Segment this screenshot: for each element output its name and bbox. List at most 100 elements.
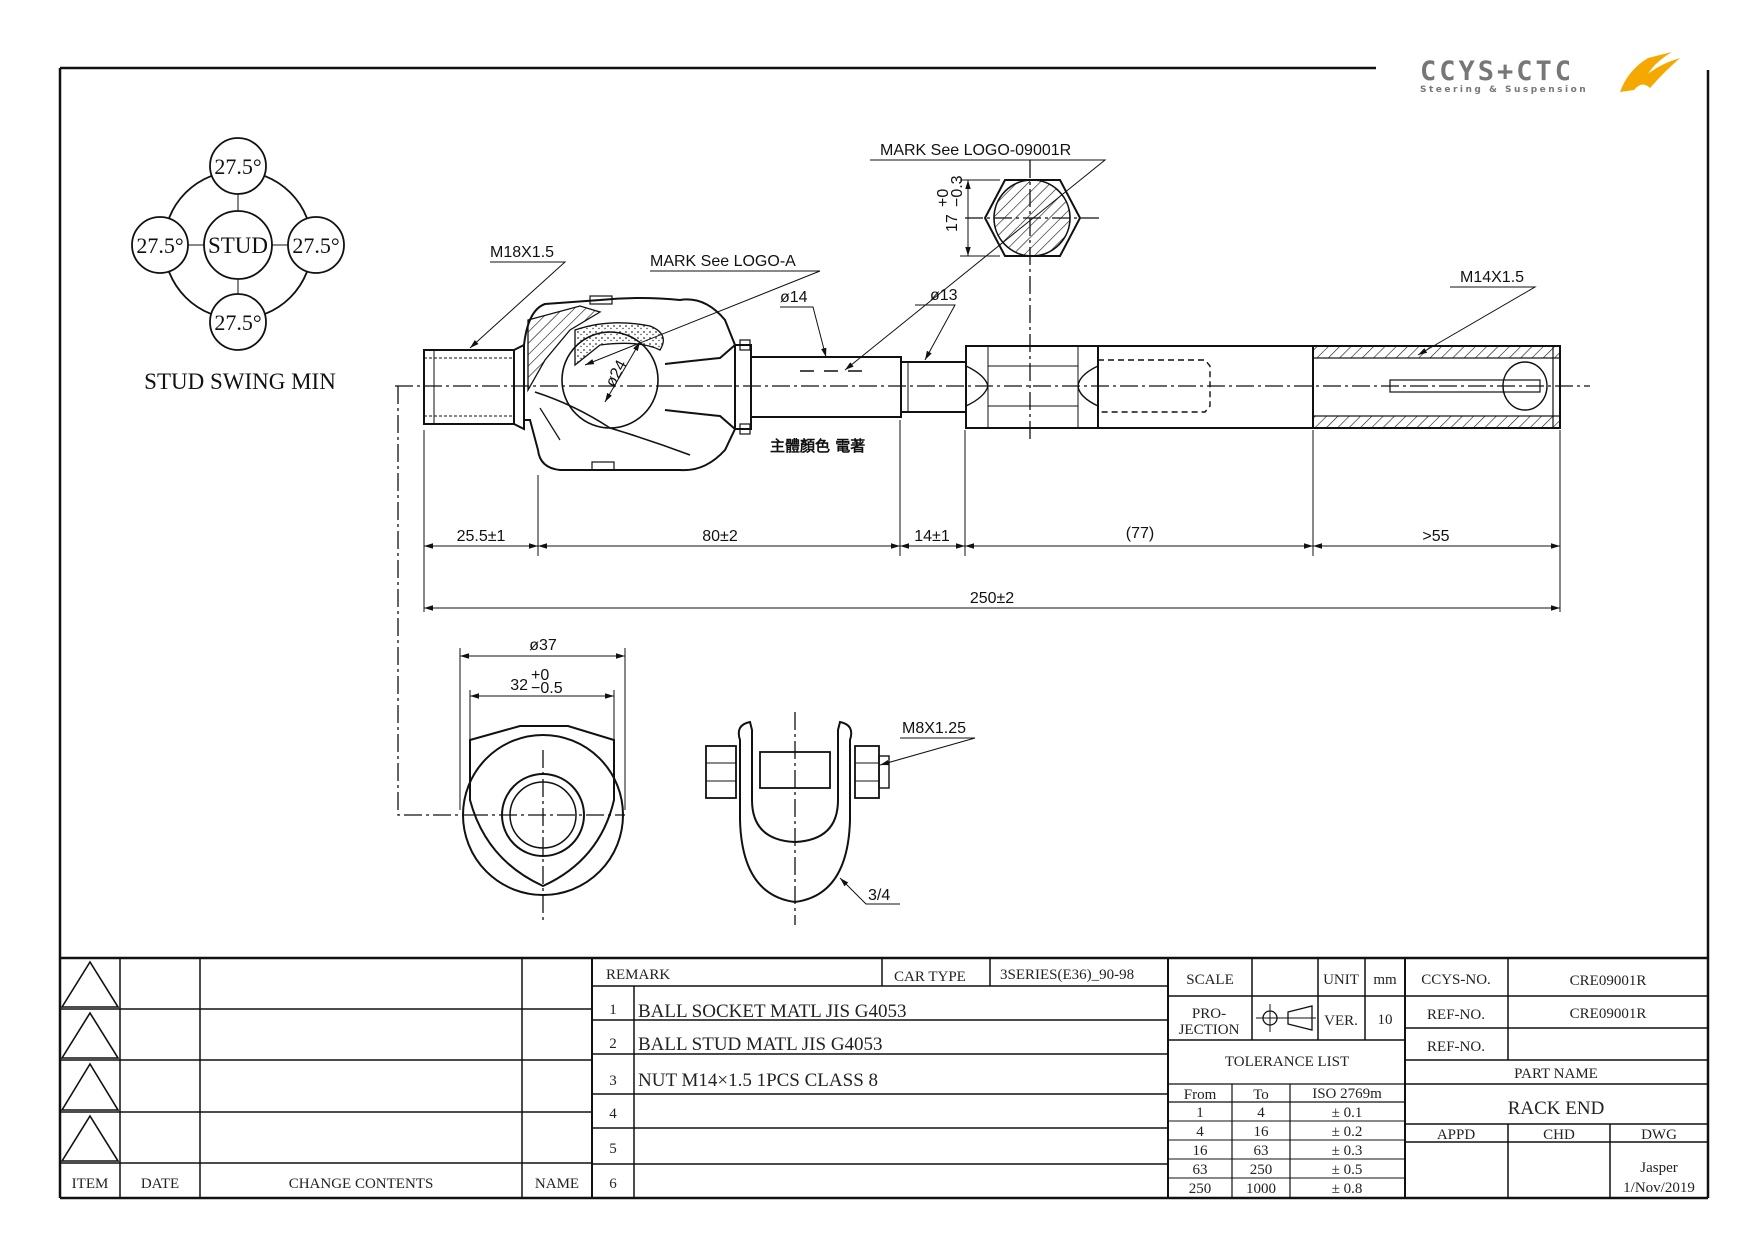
hex-tol-upper: +0 <box>935 189 952 207</box>
bore-label: 32 <box>510 677 528 694</box>
scale-label: SCALE <box>1186 972 1234 988</box>
ver-value: 10 <box>1378 1012 1393 1028</box>
tol-from: 63 <box>1193 1162 1208 1178</box>
scale-tolerance-block: SCALE UNIT mm PRO- JECTION VER. 10 TOLER… <box>1168 958 1406 1198</box>
car-type-label: CAR TYPE <box>894 969 966 985</box>
rev-header-contents: CHANGE CONTENTS <box>289 1176 434 1192</box>
tol-to: 250 <box>1250 1162 1273 1178</box>
dim-neck-length: 14±1 <box>914 528 950 545</box>
chd-label: CHD <box>1543 1127 1575 1143</box>
swing-angle-bottom: 27.5° <box>214 310 261 335</box>
hex-size-label: 17 <box>944 214 961 232</box>
logo-swoosh-icon <box>1620 52 1680 92</box>
tol-header-iso: ISO 2769m <box>1312 1086 1382 1102</box>
revision-triangle-icon <box>60 960 120 1008</box>
swing-angle-right: 27.5° <box>292 233 339 258</box>
rev-header-date: DATE <box>141 1176 179 1192</box>
rack-end-side-view <box>423 295 1561 472</box>
tol-value: ± 0.8 <box>1332 1181 1363 1197</box>
dim-housing-length: 80±2 <box>702 528 738 545</box>
dia14-callout: ø14 <box>780 289 808 306</box>
clamp-thread-callout: M8X1.25 <box>902 720 966 737</box>
hex-tol-lower: −0.3 <box>949 175 966 207</box>
coating-note: 主體顏色 電著 <box>770 437 865 455</box>
dim-overall-length: 250±2 <box>970 590 1014 607</box>
title-block: ITEM DATE CHANGE CONTENTS NAME REMARK CA… <box>60 956 1708 1198</box>
bore-tol-lower: −0.5 <box>531 680 563 697</box>
remark-no: 4 <box>609 1106 617 1122</box>
car-type-value: 3SERIES(E36)_90-98 <box>1000 967 1134 983</box>
part-name-value: RACK END <box>1508 1098 1605 1119</box>
tolerance-title: TOLERANCE LIST <box>1225 1054 1349 1070</box>
clamp-ratio-label: 3/4 <box>868 887 890 904</box>
thread-left-callout: M18X1.5 <box>490 244 554 261</box>
remark-no: 2 <box>609 1036 617 1052</box>
ccys-no-value: CRE09001R <box>1570 973 1647 989</box>
ref-no-2-label: REF-NO. <box>1427 1039 1485 1055</box>
logo-a-callout: MARK See LOGO-A <box>650 253 796 270</box>
tol-to: 1000 <box>1246 1181 1276 1197</box>
revision-triangle-icon <box>60 1011 120 1059</box>
company-logo: CCYS+CTC Steering & Suspension <box>1420 52 1680 95</box>
hex-section-view: 17 +0 −0.3 <box>935 160 1100 440</box>
logo-subtitle: Steering & Suspension <box>1420 85 1588 95</box>
dia24-label: ø24 <box>603 357 631 389</box>
tol-from: 16 <box>1193 1143 1209 1159</box>
remark-no: 3 <box>609 1073 617 1089</box>
projection-label-2: JECTION <box>1179 1022 1240 1038</box>
tol-value: ± 0.5 <box>1332 1162 1363 1178</box>
dim-stud-length: 25.5±1 <box>457 528 506 545</box>
bore-tol-upper: +0 <box>531 667 549 684</box>
projection-symbol-icon <box>1256 1004 1316 1032</box>
dia37-label: ø37 <box>529 637 557 654</box>
appd-label: APPD <box>1437 1127 1476 1143</box>
revision-table: ITEM DATE CHANGE CONTENTS NAME <box>60 958 593 1198</box>
rev-header-name: NAME <box>535 1176 579 1192</box>
thread-right-callout: M14X1.5 <box>1460 269 1524 286</box>
unit-label: UNIT <box>1323 972 1359 988</box>
tol-value: ± 0.1 <box>1332 1105 1363 1121</box>
dimension-lines: 25.5±1 80±2 14±1 (77) >55 250±2 <box>423 420 1561 612</box>
swing-angle-left: 27.5° <box>136 233 183 258</box>
tol-from: 250 <box>1189 1181 1212 1197</box>
remark-text: BALL STUD MATL JIS G4053 <box>638 1034 883 1055</box>
tol-value: ± 0.3 <box>1332 1143 1363 1159</box>
tol-header-to: To <box>1253 1087 1269 1103</box>
ccys-no-label: CCYS-NO. <box>1421 972 1491 988</box>
ver-label: VER. <box>1324 1013 1358 1029</box>
remarks-table: REMARK CAR TYPE 3SERIES(E36)_90-98 1 BAL… <box>592 958 1169 1198</box>
clamp-view: M8X1.25 3/4 <box>705 712 976 925</box>
swing-caption: STUD SWING MIN <box>144 369 336 394</box>
logo-09001r-callout: MARK See LOGO-09001R <box>880 142 1071 159</box>
dwg-label: DWG <box>1641 1127 1677 1143</box>
swing-center-label: STUD <box>208 233 268 258</box>
dia13-callout: ø13 <box>930 287 958 304</box>
remark-text: BALL SOCKET MATL JIS G4053 <box>638 1001 906 1022</box>
identification-block: CCYS-NO. CRE09001R REF-NO. CRE09001R REF… <box>1405 958 1708 1198</box>
tol-to: 63 <box>1254 1143 1269 1159</box>
revision-triangle-icon <box>60 1062 120 1111</box>
ref-no-value: CRE09001R <box>1570 1006 1647 1022</box>
tol-to: 4 <box>1257 1105 1265 1121</box>
drawer-name: Jasper <box>1640 1160 1678 1176</box>
remark-no: 5 <box>609 1141 617 1157</box>
rev-header-item: ITEM <box>72 1176 109 1192</box>
part-name-label: PART NAME <box>1514 1066 1598 1082</box>
revision-triangle-icon <box>60 1114 120 1162</box>
tol-header-from: From <box>1184 1087 1217 1103</box>
tol-from: 4 <box>1196 1124 1204 1140</box>
remark-header: REMARK <box>606 967 670 983</box>
remark-no: 1 <box>609 1002 617 1018</box>
swing-angle-top: 27.5° <box>214 154 261 179</box>
tol-from: 1 <box>1196 1105 1204 1121</box>
projection-label-1: PRO- <box>1192 1006 1226 1022</box>
tol-value: ± 0.2 <box>1332 1124 1363 1140</box>
drawing-date: 1/Nov/2019 <box>1623 1180 1695 1196</box>
projection-centerline <box>397 386 470 816</box>
ref-no-label: REF-NO. <box>1427 1007 1485 1023</box>
unit-value: mm <box>1373 972 1397 988</box>
callouts: M18X1.5 MARK See LOGO-A MARK See LOGO-09… <box>469 142 1537 455</box>
dim-thread-length: >55 <box>1422 528 1449 545</box>
logo-wordmark: CCYS+CTC <box>1420 56 1574 87</box>
